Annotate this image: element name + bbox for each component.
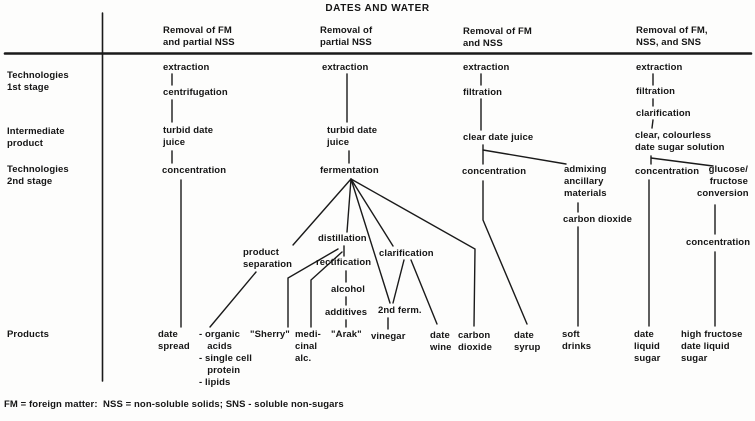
product-carbon-dioxide: carbon dioxide <box>458 330 492 353</box>
node-c4-concentration-2: concentration <box>686 237 751 248</box>
connector-clearjuice-admixing <box>482 149 567 165</box>
node-c2-rectification: rectification <box>316 257 372 268</box>
node-c2-distillation: distillation <box>318 233 367 244</box>
node-c2-additives: additives <box>325 307 368 318</box>
row-label-products: Products <box>7 329 49 340</box>
node-c3-admixing-ancillary-materials: admixing ancillary materials <box>564 164 607 199</box>
product-soft-drinks: soft drinks <box>562 329 592 352</box>
node-c4-concentration: concentration <box>635 166 700 177</box>
node-c2-clarification: clarification <box>379 248 434 259</box>
node-c2-alcohol: alcohol <box>331 284 365 295</box>
product-organic-acids-list: - organic acids - single cell protein - … <box>199 329 253 388</box>
column-header-4: Removal of FM, NSS, and SNS <box>636 25 708 48</box>
node-c4-glucose-fructose-conversion: glucose/ fructose conversion <box>697 164 749 199</box>
node-c4-clear-colourless-solution: clear, colourless date sugar solution <box>635 130 725 153</box>
node-c4-extraction: extraction <box>636 62 683 73</box>
row-label-technologies-1st-stage: Technologies 1st stage <box>7 70 69 93</box>
product-date-spread: date spread <box>158 329 190 352</box>
column-header-2: Removal of partial NSS <box>320 25 373 48</box>
connector-clarification-clearsolution <box>651 119 654 129</box>
connector-fermentation-distillation <box>346 178 352 233</box>
product-high-fructose-date-liquid-sugar: high fructose date liquid sugar <box>681 329 743 364</box>
abbreviation-footnote: FM = foreign matter: NSS = non-soluble s… <box>4 399 344 410</box>
column-header-1: Removal of FM and partial NSS <box>163 25 235 48</box>
row-label-technologies-2nd-stage: Technologies 2nd stage <box>7 164 69 187</box>
node-c3-extraction: extraction <box>463 62 510 73</box>
row-label-intermediate-product: Intermediate product <box>7 126 65 149</box>
node-c1-centrifugation: centrifugation <box>163 87 228 98</box>
node-c3-filtration: filtration <box>463 87 502 98</box>
node-c2-turbid-date-juice: turbid date juice <box>327 125 378 148</box>
product-date-syrup: date syrup <box>514 330 541 353</box>
node-c1-concentration: concentration <box>162 165 227 176</box>
node-c1-turbid-date-juice: turbid date juice <box>163 125 214 148</box>
node-c2-fermentation: fermentation <box>320 165 379 176</box>
product-date-liquid-sugar: date liquid sugar <box>634 329 661 364</box>
product-medicinal-alcohol: medi- cinal alc. <box>295 329 321 364</box>
node-c3-carbon-dioxide: carbon dioxide <box>563 214 632 225</box>
node-c3-clear-date-juice: clear date juice <box>463 132 534 143</box>
product-sherry: "Sherry" <box>250 329 290 340</box>
product-date-wine: date wine <box>430 330 452 353</box>
node-c4-filtration: filtration <box>636 86 675 97</box>
node-c1-extraction: extraction <box>163 62 210 73</box>
node-c4-clarification: clarification <box>636 108 691 119</box>
column-header-3: Removal of FM and NSS <box>463 26 532 49</box>
connector-concentration-datesyrup <box>482 180 528 325</box>
node-c2-product-separation: product separation <box>243 247 293 270</box>
diagram-title: DATES AND WATER <box>325 3 430 14</box>
product-arak: "Arak" <box>331 329 362 340</box>
node-c3-concentration: concentration <box>462 166 527 177</box>
node-c2-2nd-fermentation: 2nd ferm. <box>378 305 422 316</box>
connector-productseparation-organics <box>209 271 257 328</box>
node-c2-extraction: extraction <box>322 62 369 73</box>
connector-clarification-2ndferm <box>392 259 405 304</box>
product-vinegar: vinegar <box>371 331 406 342</box>
